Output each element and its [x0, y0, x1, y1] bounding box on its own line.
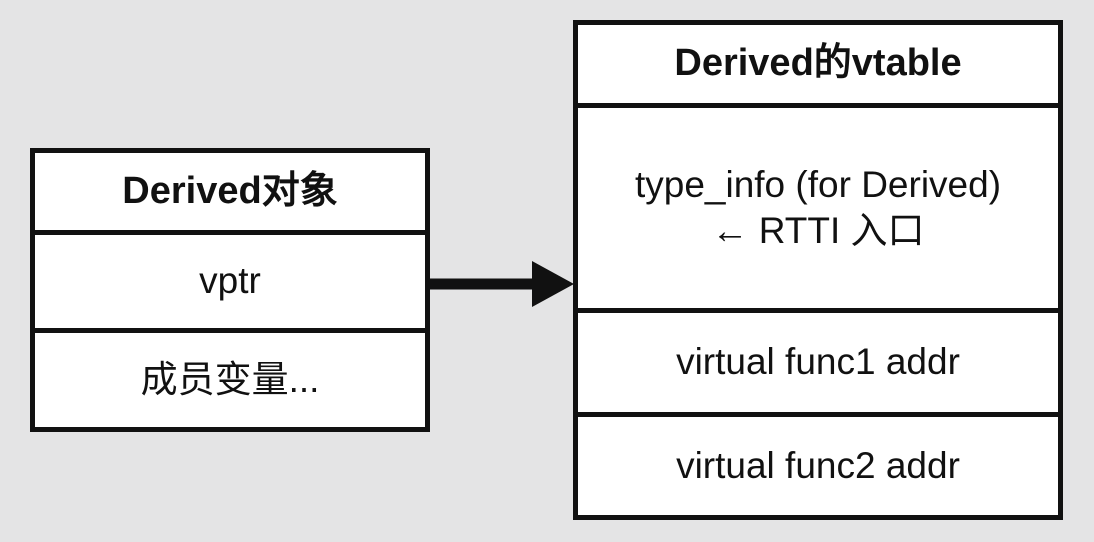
derived-vtable-title: Derived的vtable: [674, 42, 962, 85]
derived-vtable-box: Derived的vtable type_info (for Derived) ←…: [573, 20, 1063, 520]
rtti-entry-label: ← RTTI 入口: [711, 210, 925, 251]
vptr-to-vtable-arrow arrow-right-icon: [428, 261, 574, 307]
type-info-cell: type_info (for Derived) ← RTTI 入口: [578, 103, 1058, 308]
virtual-func1-cell: virtual func1 addr: [578, 308, 1058, 412]
member-variables-cell: 成员变量...: [35, 328, 425, 427]
virtual-func2-cell: virtual func2 addr: [578, 412, 1058, 515]
vptr-cell: vptr: [35, 230, 425, 328]
derived-object-box: Derived对象 vptr 成员变量...: [30, 148, 430, 432]
derived-object-title: Derived对象: [122, 169, 338, 212]
type-info-label: type_info (for Derived): [634, 163, 1002, 205]
